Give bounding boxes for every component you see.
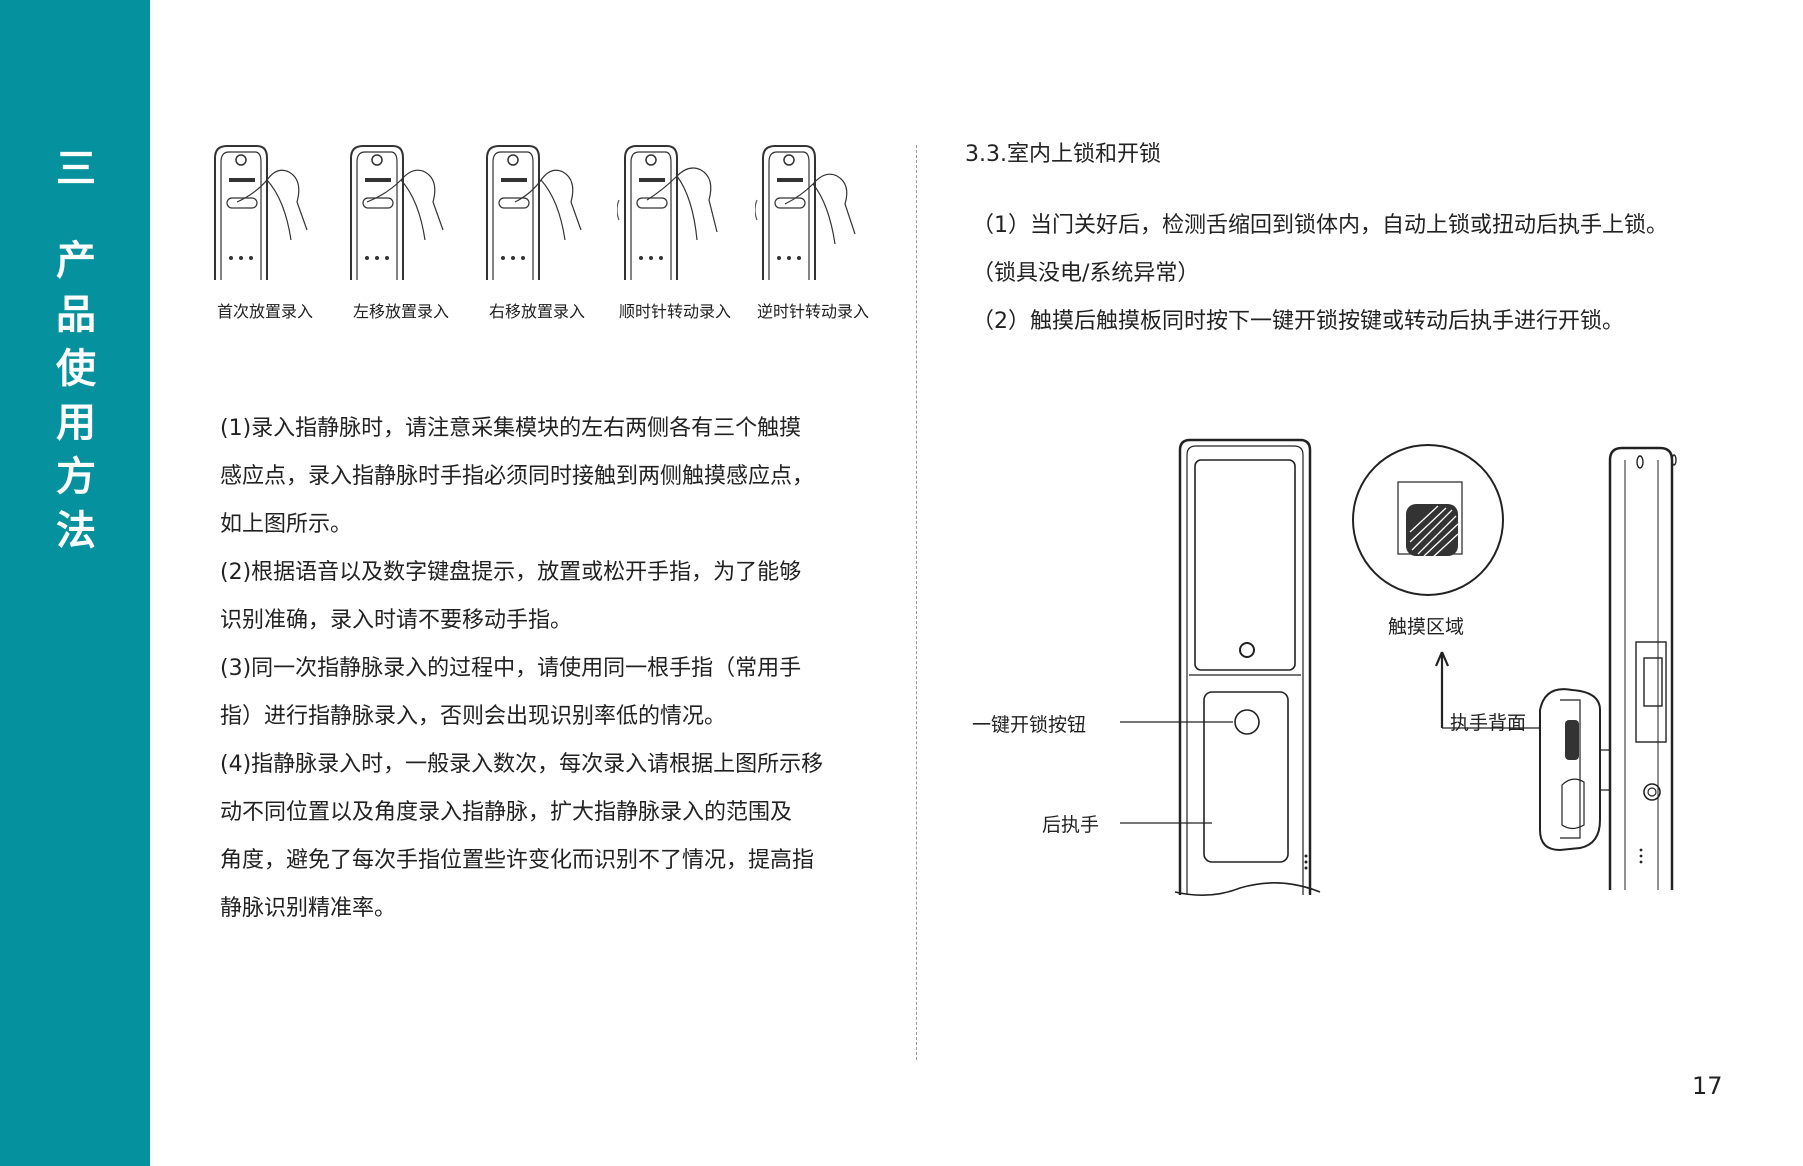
section-line: （锁具没电/系统异常） [972,261,1200,286]
instruction-line: 角度，避免了每次手指位置些许变化而识别不了情况，提高指 [220,848,815,873]
label-one-key-button: 一键开锁按钮 [972,714,1087,736]
step-caption: 逆时针转动录入 [756,302,869,321]
enrollment-instructions: (1)录入指静脉时，请注意采集模块的左右两侧各有三个触摸 感应点，录入指静脉时手… [220,405,900,933]
column-divider [916,145,917,1060]
label-rear-handle: 后执手 [1042,814,1100,836]
instruction-line: 指）进行指静脉录入，否则会出现识别率低的情况。 [220,704,727,729]
lock-finger-illustration [755,145,856,280]
page-number: 17 [1692,1072,1723,1100]
instruction-line: (2)根据语音以及数字键盘提示，放置或松开手指，为了能够 [220,560,802,585]
lock-finger-illustration [486,145,582,280]
instruction-line: 识别准确，录入时请不要移动手指。 [220,608,573,633]
chapter-title-char: 方 [56,454,96,500]
label-touch-area: 触摸区域 [1388,616,1465,638]
instruction-line: 如上图所示。 [220,512,353,537]
chapter-title-char: 产 [56,238,96,284]
step-left-shift: 左移放置录入 [331,140,466,330]
label-handle-back: 执手背面 [1450,712,1527,734]
chapter-title-char: 使 [56,346,96,392]
chapter-number: 三 [56,146,96,192]
section-title: 3.3.室内上锁和开锁 [965,142,1161,167]
step-caption: 首次放置录入 [216,302,313,321]
section-line: （1）当门关好后，检测舌缩回到锁体内，自动上锁或扭动后执手上锁。 [972,213,1668,238]
step-caption: 右移放置录入 [488,302,585,321]
lock-finger-illustration [617,145,718,280]
lock-diagram-drawing [1120,438,1677,896]
chapter-title-char: 品 [56,292,96,338]
instruction-line: 静脉识别精准率。 [220,896,397,921]
instruction-line: 动不同位置以及角度录入指静脉，扩大指静脉录入的范围及 [220,800,793,825]
step-caption: 左移放置录入 [352,302,449,321]
step-right-shift: 右移放置录入 [467,140,602,330]
lock-finger-illustration [350,145,444,280]
instruction-line: (1)录入指静脉时，请注意采集模块的左右两侧各有三个触摸 [220,416,802,441]
instruction-line: (4)指静脉录入时，一般录入数次，每次录入请根据上图所示移 [220,752,824,777]
instruction-line: 感应点，录入指静脉时手指必须同时接触到两侧触摸感应点， [220,464,815,489]
lock-finger-illustration [214,145,308,280]
lock-diagram: 一键开锁按钮 后执手 触摸区域 执手背面 [960,430,1720,930]
step-first-placement: 首次放置录入 [195,140,330,330]
step-clockwise: 顺时针转动录入 [605,140,740,330]
step-caption: 顺时针转动录入 [618,302,731,321]
section-body: （1）当门关好后，检测舌缩回到锁体内，自动上锁或扭动后执手上锁。 （锁具没电/系… [972,202,1772,346]
enrollment-steps: 首次放置录入 左移放置录入 右移放置录入 [195,140,895,340]
chapter-sidebar: 三 产 品 使 用 方 法 [0,0,150,1166]
chapter-title-char: 用 [56,400,96,446]
section-line: （2）触摸后触摸板同时按下一键开锁按键或转动后执手进行开锁。 [972,309,1624,334]
chapter-title-char: 法 [56,508,96,554]
step-counterclockwise: 逆时针转动录入 [743,140,878,330]
chapter-title: 三 产 品 使 用 方 法 [44,142,108,558]
instruction-line: (3)同一次指静脉录入的过程中，请使用同一根手指（常用手 [220,656,802,681]
